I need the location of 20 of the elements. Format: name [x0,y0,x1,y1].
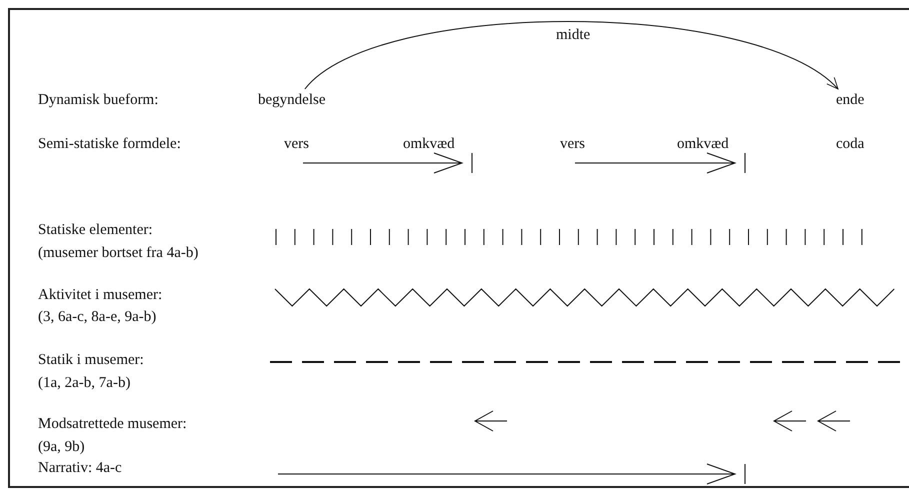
text-label: (9a, 9b) [38,438,85,457]
text-label: Statiske elementer: [38,221,153,240]
text-label: (3, 6a-c, 8a-e, 9a-b) [38,308,156,327]
edge-label: midte [556,26,590,45]
text-label: Narrativ: 4a-c [38,459,122,478]
text-label: Aktivitet i musemer: [38,286,162,305]
stage-label: ende [836,89,864,112]
text-label: (musemer bortset fra 4a-b) [38,244,198,263]
text-label: Dynamisk bueform: [38,91,158,110]
stage-label: begyndelse [258,89,326,112]
arc-arrow [304,21,838,90]
text-label: Semi-statiske formdele: [38,135,181,154]
text-label: Statik i musemer: [38,351,144,370]
text-label: coda [836,135,864,154]
text-label: omkvæd [403,135,455,154]
text-label: vers [284,135,309,154]
text-label: omkvæd [677,135,729,154]
text-label: Modsatrettede musemer: [38,415,187,434]
text-label: vers [560,135,585,154]
text-label: (1a, 2a-b, 7a-b) [38,374,130,393]
